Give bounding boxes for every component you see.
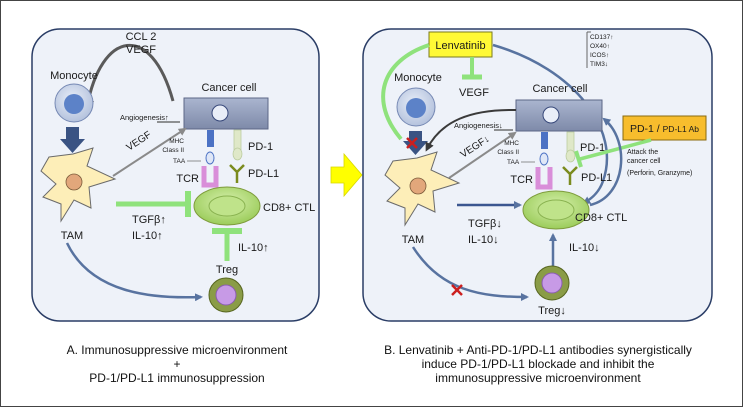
cd8-attack-arrow <box>589 117 623 207</box>
mhc-label-2-b: Class II <box>497 149 519 156</box>
cancer-cell-nucleus-b <box>542 106 560 124</box>
ab-inhibits-pd1-bar <box>574 150 583 168</box>
attack-line-3: (Perforin, Granzyme) <box>627 170 692 177</box>
marker-4: TIM3↓ <box>590 61 608 68</box>
cancer-cell-label: Cancer cell <box>201 82 256 94</box>
caption-b-line-2: induce PD-1/PD-L1 blockade and inhibit t… <box>421 357 655 371</box>
pd1-receptor-b <box>566 131 575 153</box>
tcr-label: TCR <box>176 173 199 185</box>
cd8-ctl-nucleus <box>208 195 246 217</box>
cd8-label-b: CD8+ CTL <box>575 212 627 224</box>
ab-inhibits-pd1 <box>579 138 652 161</box>
panel-a: CCL 2 VEGF Monocyte TAM Cancer cell Angi… <box>31 28 320 322</box>
lenvatinib-box <box>428 31 493 58</box>
il10-tam-label: IL-10↑ <box>132 230 163 242</box>
marker-1: CD137↑ <box>590 34 613 41</box>
tcr-receptor-b <box>535 167 553 190</box>
vegf-top-label-b: VEGF <box>459 87 489 99</box>
mhc-molecule-b <box>541 132 548 149</box>
monocyte-nucleus <box>64 94 84 114</box>
taa-antigen <box>205 151 215 165</box>
pd1-pdl1-ab-box <box>622 115 707 141</box>
treg-label: Treg <box>216 264 238 276</box>
attack-line-1: Attack the <box>627 149 658 156</box>
mhc-label-2: Class II <box>162 147 184 154</box>
caption-a: A. Immunosuppressive microenvironment + … <box>32 343 322 385</box>
vegf-arrow <box>112 127 187 177</box>
markers-bracket <box>586 31 591 68</box>
tam-to-treg-arrow <box>65 242 203 302</box>
caption-a-line-1: A. Immunosuppressive microenvironment <box>66 343 288 357</box>
vegf-arrow-b <box>448 131 517 179</box>
lenvatinib-to-cd8-arrow <box>492 43 609 205</box>
vegf-top-label: VEGF <box>126 44 156 56</box>
pd1-receptor-tip-b <box>565 149 576 163</box>
angiogenesis-label-b: Angiogenesis↓ <box>454 121 503 130</box>
angiogenesis-label: Angiogenesis↑ <box>120 113 169 122</box>
pdl1-ligand-b <box>562 166 578 185</box>
cancer-cell-label-b: Cancer cell <box>532 83 587 95</box>
treg-nucleus <box>215 284 237 306</box>
taa-label-b: TAA <box>507 159 520 166</box>
mhc-label-1: MHC <box>169 138 184 145</box>
taa-label: TAA <box>173 158 186 165</box>
red-x-treg-2 <box>451 284 463 296</box>
red-x-monocyte-2 <box>406 137 418 149</box>
panel-b: Lenvatinib CD137↑ OX40↑ ICOS↑ TIM3↓ VEGF… <box>362 28 713 322</box>
ab-suffix: PD-L1 Ab <box>663 124 700 134</box>
marker-2: OX40↑ <box>590 43 610 50</box>
caption-b-line-1: B. Lenvatinib + Anti-PD-1/PD-L1 antibodi… <box>384 343 692 357</box>
tgfb-label: TGFβ↑ <box>132 214 166 226</box>
transition-arrow <box>330 152 363 198</box>
monocyte-label: Monocyte <box>50 70 98 82</box>
tam-nucleus-b <box>409 177 427 195</box>
ab-prefix: PD-1 / <box>630 123 663 135</box>
tam-label-b: TAM <box>402 234 424 246</box>
lenvatinib-label: Lenvatinib <box>435 40 485 52</box>
pd1-pdl1-ab-label: PD-1 / PD-L1 Ab <box>630 123 699 135</box>
pdl1-label: PD-L1 <box>248 168 279 180</box>
cd8-label: CD8+ CTL <box>263 202 315 214</box>
monocyte-to-tam-arrow <box>66 127 79 141</box>
monocyte-nucleus-b <box>406 98 426 118</box>
cancer-to-tam-arrow <box>425 108 517 152</box>
pd1-receptor <box>233 129 242 151</box>
il10-treg-label: IL-10↑ <box>238 242 269 254</box>
caption-a-line-3: PD-1/PD-L1 immunosuppression <box>89 371 265 385</box>
pdl1-label-b: PD-L1 <box>581 172 612 184</box>
treg-label-b: Treg↓ <box>538 305 566 317</box>
monocyte-to-tam-arrowhead <box>60 139 85 153</box>
cd8-ctl-nucleus-b <box>537 199 575 221</box>
ccl2-label: CCL 2 <box>126 31 157 43</box>
lenvatinib-inhibits-recruitment <box>381 43 430 141</box>
treg-nucleus-b <box>541 272 563 294</box>
mhc-molecule <box>207 130 214 147</box>
marker-3: ICOS↑ <box>590 52 609 59</box>
tam-nucleus <box>65 173 83 191</box>
tcr-label-b: TCR <box>510 174 533 186</box>
tam-label: TAM <box>61 230 83 242</box>
pd1-label-b: PD-1 <box>580 142 605 154</box>
cancer-cell-nucleus <box>211 104 229 122</box>
taa-antigen-b <box>539 152 549 166</box>
tgfb-label-b: TGFβ↓ <box>468 218 502 230</box>
caption-b-line-3: immunosuppressive microenvironment <box>435 371 641 385</box>
monocyte-to-tam-arrow-b <box>409 131 422 143</box>
ccl2-arrow <box>85 43 175 108</box>
monocyte-label-b: Monocyte <box>394 72 442 84</box>
pdl1-ligand <box>229 164 245 183</box>
attack-line-2: cancer cell <box>627 158 661 165</box>
il10-tam-label-b: IL-10↓ <box>468 234 499 246</box>
pd1-receptor-tip <box>232 147 243 161</box>
pd1-label: PD-1 <box>248 141 273 153</box>
tam-to-treg-arrow-b <box>411 246 529 301</box>
il10-treg-label-b: IL-10↓ <box>569 242 600 254</box>
mhc-label-1-b: MHC <box>504 140 519 147</box>
caption-b: B. Lenvatinib + Anti-PD-1/PD-L1 antibodi… <box>363 343 713 385</box>
tcr-receptor <box>201 166 219 188</box>
caption-a-line-2: + <box>173 357 181 371</box>
